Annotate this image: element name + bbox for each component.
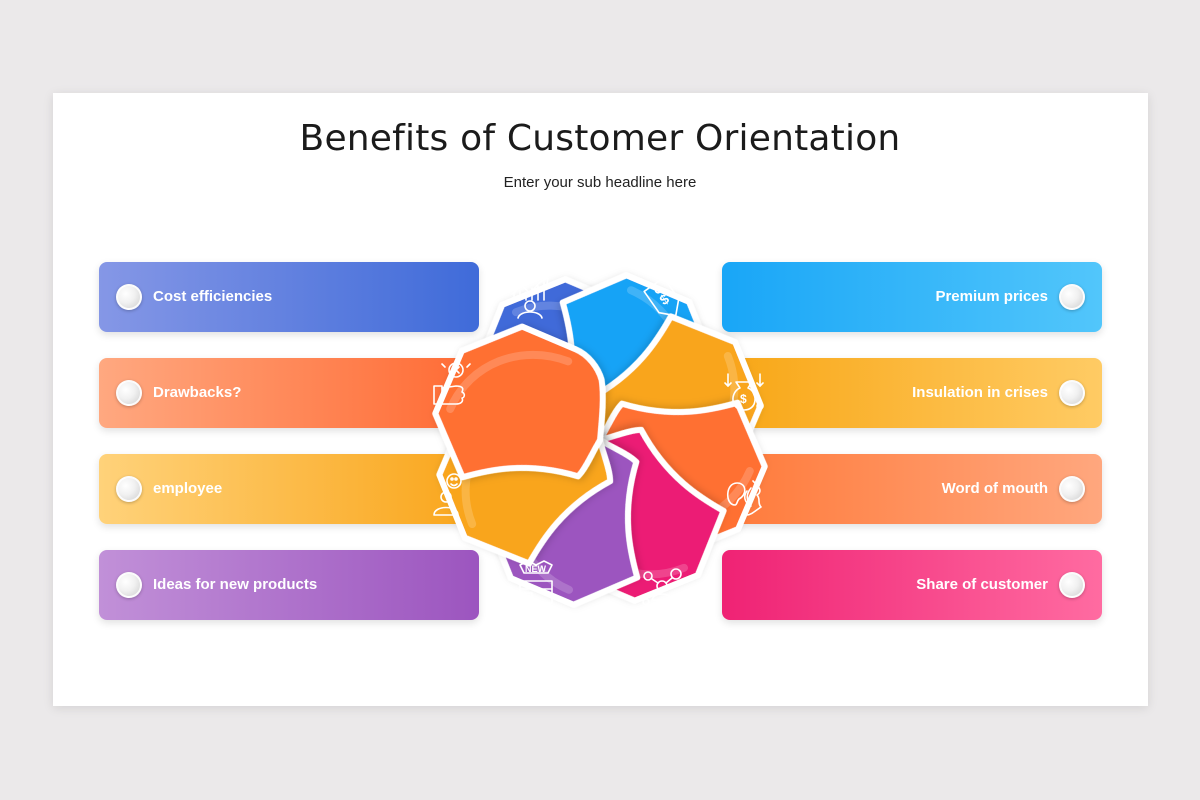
bar-insulation-in-crises: Insulation in crises [722, 358, 1102, 428]
bar-label: Ideas for new products [153, 576, 318, 593]
radio-dot [116, 572, 142, 598]
bar-label: Drawbacks? [153, 384, 242, 401]
new-product-icon: NEW [519, 560, 553, 604]
bar-label: Premium prices [935, 288, 1048, 305]
page-title: Benefits of Customer Orientation [299, 118, 901, 159]
bar-label: Insulation in crises [912, 384, 1048, 401]
employee-icon [433, 473, 462, 516]
svg-text:$: $ [740, 392, 747, 406]
thumbs-down-icon [433, 362, 471, 405]
ear-mouth-icon [726, 480, 762, 516]
growth-chart-icon [511, 276, 549, 319]
radio-dot [116, 284, 142, 310]
network-user-icon [642, 568, 682, 608]
radio-dot [1059, 572, 1085, 598]
bar-label: Word of mouth [941, 480, 1048, 497]
svg-text:NEW: NEW [525, 564, 547, 574]
radio-dot [1059, 284, 1085, 310]
bar-drawbacks: Drawbacks? [99, 358, 479, 428]
radio-dot [1059, 476, 1085, 502]
page-subtitle: Enter your sub headline here [503, 174, 697, 191]
radio-dot [116, 476, 142, 502]
bar-premium-prices: Premium prices [722, 262, 1102, 332]
bar-label: Share of customer [916, 576, 1048, 593]
bar-word-of-mouth: Word of mouth [722, 454, 1102, 524]
bar-ideas-for-new-products: Ideas for new products [99, 550, 479, 620]
bar-label: Cost efficiencies [153, 288, 273, 305]
money-bag-icon: $ [724, 373, 764, 411]
petal-layer [432, 272, 768, 608]
bar-share-of-customer: Share of customer [722, 550, 1102, 620]
radio-dot [1059, 380, 1085, 406]
bar-cost-efficiencies: Cost efficiencies [99, 262, 479, 332]
radio-dot [116, 380, 142, 406]
bar-label: employee [153, 480, 223, 497]
petal-drawbacks [432, 323, 606, 481]
bar-employee: employee [99, 454, 479, 524]
